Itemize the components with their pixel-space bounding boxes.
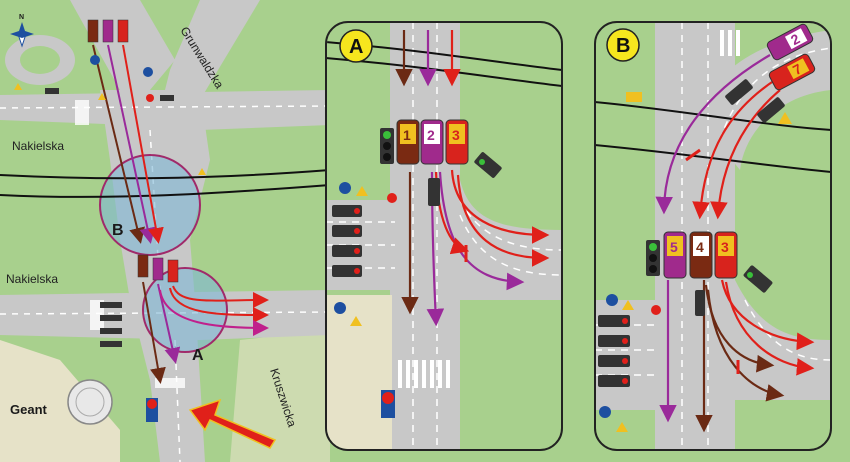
compass-label: N [19, 14, 24, 21]
overview-signals [45, 88, 174, 347]
warning-sign-icon [350, 316, 362, 326]
warning-sign-icon [616, 422, 628, 432]
car-2b: 2 [766, 23, 814, 61]
car-4: 4 [689, 231, 713, 279]
street-nakielska-bottom: Nakielska [6, 272, 58, 286]
overview-cars-mid [137, 254, 179, 283]
car-7: 7 [768, 53, 816, 91]
zone-b-label: B [112, 222, 124, 239]
panel-b-signals [598, 79, 785, 387]
car-3: 3 [445, 119, 469, 165]
direction-sign-icon [606, 294, 618, 306]
panel-b-badge [606, 28, 640, 62]
warning-sign-icon [98, 93, 106, 100]
panel-b-cars: 5 4 3 2 [663, 23, 816, 279]
tram-sign-icon [626, 92, 642, 102]
tram-lines-overview [0, 169, 331, 198]
car-1-label: 1 [403, 127, 411, 143]
car-3b: 3 [714, 231, 738, 279]
panel-b-letter: B [616, 35, 630, 57]
zone-a [142, 267, 228, 353]
big-red-arrow [188, 398, 277, 449]
warning-sign-icon [622, 300, 634, 310]
direction-sign-icon [90, 55, 100, 65]
warning-sign-icon [778, 112, 792, 124]
no-entry-sign-icon [387, 193, 397, 203]
car-4-label: 4 [696, 239, 704, 255]
zone-a-label: A [192, 347, 204, 364]
panel-a-signals [332, 128, 502, 277]
direction-sign-icon [143, 67, 153, 77]
direction-sign-icon [599, 406, 611, 418]
landmark-label: Geant [10, 402, 48, 417]
warning-sign-icon [356, 186, 368, 196]
car-5-label: 5 [670, 239, 678, 255]
car-2-label: 2 [427, 127, 435, 143]
car-2: 2 [420, 119, 444, 165]
no-entry-sign-icon [651, 305, 661, 315]
overview-cars-top [87, 19, 129, 43]
panel-a: 1 2 3 [325, 21, 563, 451]
car-5: 5 [663, 231, 687, 279]
direction-sign-icon [339, 182, 351, 194]
panel-a-badge [339, 29, 373, 63]
panel-a-letter: A [349, 36, 363, 58]
panel-b: 5 4 3 2 [594, 21, 832, 451]
car-1: 1 [396, 119, 420, 165]
car-3-label: 3 [452, 127, 460, 143]
direction-sign-icon [334, 302, 346, 314]
panel-a-cars: 1 2 3 [396, 119, 469, 165]
no-entry-sign-icon [146, 94, 154, 102]
geant-logo-icon [67, 379, 113, 425]
compass-icon: N [10, 14, 34, 48]
warning-sign-icon [14, 83, 22, 90]
car-3b-label: 3 [721, 239, 729, 255]
warning-sign-icon [198, 168, 206, 175]
street-nakielska-top: Nakielska [12, 139, 64, 153]
